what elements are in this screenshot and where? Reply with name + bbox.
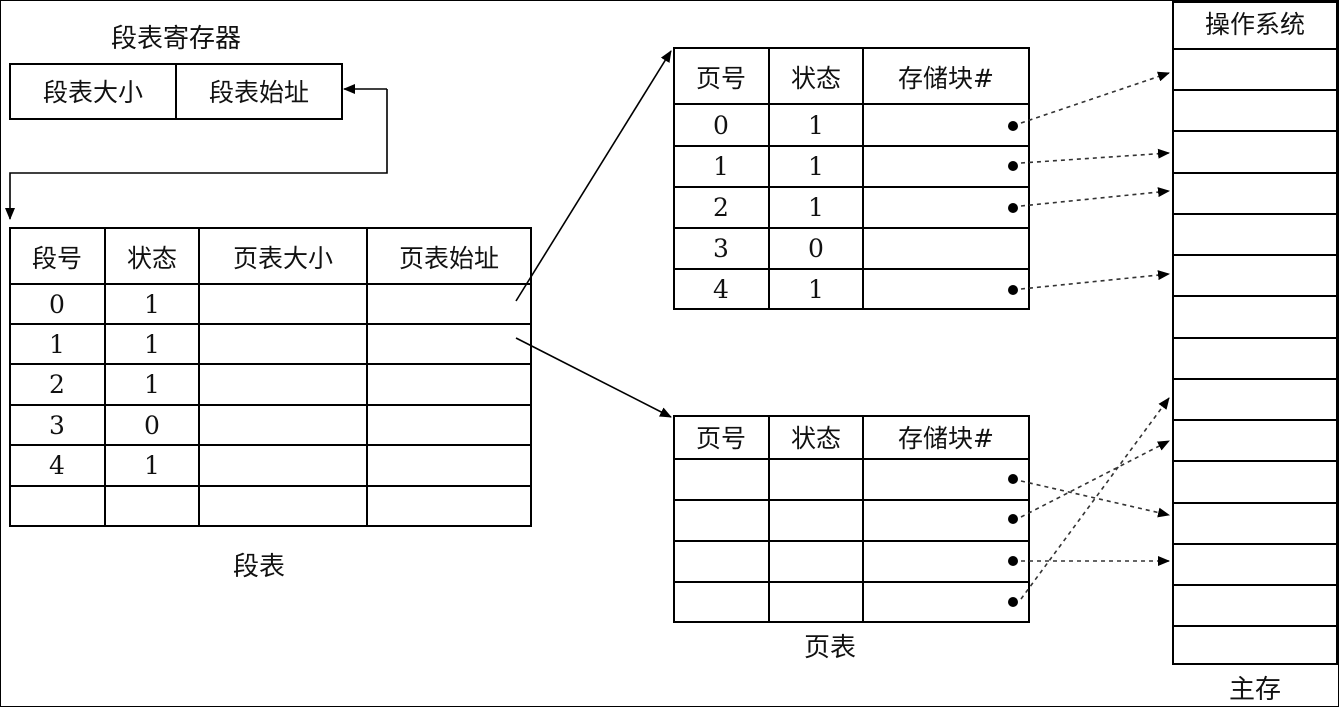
seg0-to-pagetable-arrow [515, 50, 672, 302]
seg-row-2-status: 1 [144, 370, 160, 399]
map-arrow [1020, 187, 1170, 207]
pointer-dot [1008, 474, 1018, 484]
seg-row-3-no: 3 [49, 411, 65, 440]
main-memory: 操作系统 [1172, 1, 1338, 665]
pt-top-row-2-no: 2 [713, 193, 729, 222]
seg-row-0-status: 1 [144, 290, 160, 319]
segment-register: 段表大小 段表始址 [9, 63, 343, 120]
pt-top-row-4-status: 1 [808, 275, 824, 304]
map-arrow [1020, 71, 1170, 124]
seg-header-status: 状态 [127, 244, 177, 273]
pt-top-row-2-status: 1 [808, 193, 824, 222]
pointer-dot [1008, 203, 1018, 213]
pt-top-row-1-status: 1 [808, 152, 824, 181]
seg1-to-pagetable-arrow [515, 337, 672, 418]
pt-top-row-3-status: 0 [808, 234, 824, 263]
main-memory-caption: 主存 [1229, 675, 1281, 705]
pt-top-header-no: 页号 [696, 64, 746, 93]
map-arrow [1020, 480, 1170, 518]
pt-bottom-header-block: 存储块# [898, 424, 994, 453]
pointer-dot [1008, 121, 1018, 131]
pointer-dot [1008, 556, 1018, 566]
pt-top-row-4-no: 4 [713, 275, 729, 304]
pt-top-row-1-no: 1 [713, 152, 729, 181]
page-table-caption: 页表 [804, 633, 856, 663]
map-arrow [1020, 440, 1170, 518]
pt-bottom-header-no: 页号 [696, 424, 746, 453]
pt-bottom-header-status: 状态 [791, 424, 841, 453]
pt-top-row-0-status: 1 [808, 111, 824, 140]
register-cell-size: 段表大小 [43, 78, 143, 107]
pointer-dot [1008, 285, 1018, 295]
seg-row-2-no: 2 [49, 370, 65, 399]
seg-row-3-status: 0 [144, 411, 160, 440]
register-cell-start: 段表始址 [209, 78, 309, 107]
seg-row-4-no: 4 [49, 451, 65, 480]
segment-table: 段号 状态 页表大小 页表始址 0 1 1 1 2 1 3 0 4 1 [9, 227, 532, 527]
register-to-table-arrow [5, 89, 388, 220]
seg-row-4-status: 1 [144, 451, 160, 480]
map-arrow [1020, 270, 1170, 290]
register-title: 段表寄存器 [111, 24, 241, 54]
pointer-dot [1008, 514, 1018, 524]
page-table-bottom: 页号 状态 存储块# [673, 415, 1030, 623]
seg-row-0-no: 0 [49, 290, 65, 319]
pt-top-row-0-no: 0 [713, 111, 729, 140]
seg-row-1-status: 1 [144, 330, 160, 359]
map-arrow [1020, 397, 1170, 600]
memory-os-label: 操作系统 [1205, 10, 1305, 39]
pt-top-header-block: 存储块# [898, 64, 994, 93]
seg-header-pt-start: 页表始址 [399, 244, 499, 273]
seg-header-pt-size: 页表大小 [233, 244, 333, 273]
seg-header-no: 段号 [32, 244, 82, 273]
segment-table-caption: 段表 [233, 552, 285, 582]
seg-row-1-no: 1 [49, 330, 65, 359]
pt-top-row-3-no: 3 [713, 234, 729, 263]
pt-top-header-status: 状态 [791, 64, 841, 93]
pointer-dot [1008, 597, 1018, 607]
page-table-top: 页号 状态 存储块# 0 1 1 1 2 1 3 0 4 1 [673, 47, 1030, 310]
map-arrow [1020, 148, 1170, 164]
pointer-dot [1008, 161, 1018, 171]
